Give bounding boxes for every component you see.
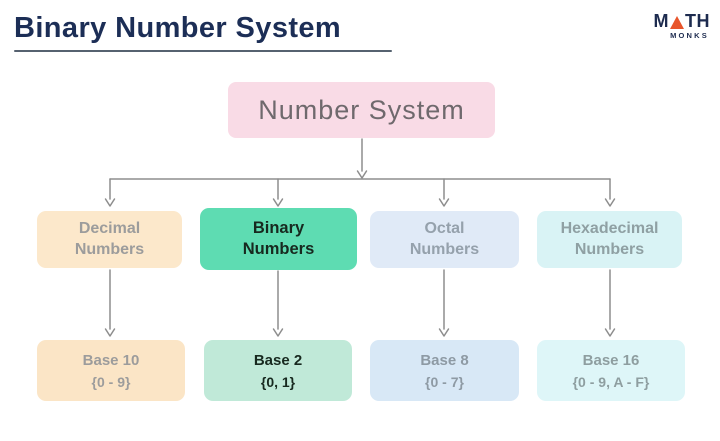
logo-text-monks: MONKS [670,31,709,40]
node-label-line: Octal [424,219,465,237]
node-label-line: Numbers [242,240,315,258]
node-hexadecimal-numbers: Hexadecimal Numbers [537,211,682,268]
node-decimal-numbers: Decimal Numbers [37,211,182,268]
base-arrowhead-octal [438,328,450,337]
base-digits: {0 - 7} [425,373,464,390]
node-base-8: Base 8 {0 - 7} [370,340,519,401]
title-underline [14,50,392,52]
base-arrowhead-decimal [104,328,116,337]
node-base-16: Base 16 {0 - 9, A - F} [537,340,685,401]
node-binary-numbers: Binary Numbers [200,208,357,270]
logo-triangle-icon [670,16,684,29]
drop-arrowhead-octal [438,198,450,207]
math-monks-logo: M TH MONKS [654,12,711,40]
node-label-line: Numbers [574,240,645,258]
node-octal-numbers: Octal Numbers [370,211,519,268]
node-label-line: Hexadecimal [560,219,659,237]
page-title: Binary Number System [14,12,342,44]
base-arrowhead-binary [272,328,284,337]
base-digits: {0 - 9} [91,373,131,390]
base-label: Base 8 [420,351,469,369]
logo-text-th: TH [685,11,710,31]
node-number-system: Number System [228,82,495,138]
logo-text-m: M [653,11,669,31]
node-label-line: Numbers [74,240,145,258]
root-stem-arrowhead [356,170,368,179]
node-label-line: Numbers [409,240,480,258]
node-number-system-label: Number System [258,94,465,125]
base-digits: {0 - 9, A - F} [572,373,650,390]
base-digits: {0, 1} [260,373,296,390]
node-base-10: Base 10 {0 - 9} [37,340,185,401]
base-arrowhead-hexadecimal [604,328,616,337]
drop-arrowhead-binary [272,198,284,207]
drop-arrowhead-decimal [104,198,116,207]
drop-arrowhead-hexadecimal [604,198,616,207]
node-base-2: Base 2 {0, 1} [204,340,352,401]
base-label: Base 2 [253,351,303,369]
base-label: Base 16 [582,351,640,369]
node-label-line: Decimal [78,219,141,237]
node-label-line: Binary [252,218,305,237]
base-label: Base 10 [82,351,140,369]
